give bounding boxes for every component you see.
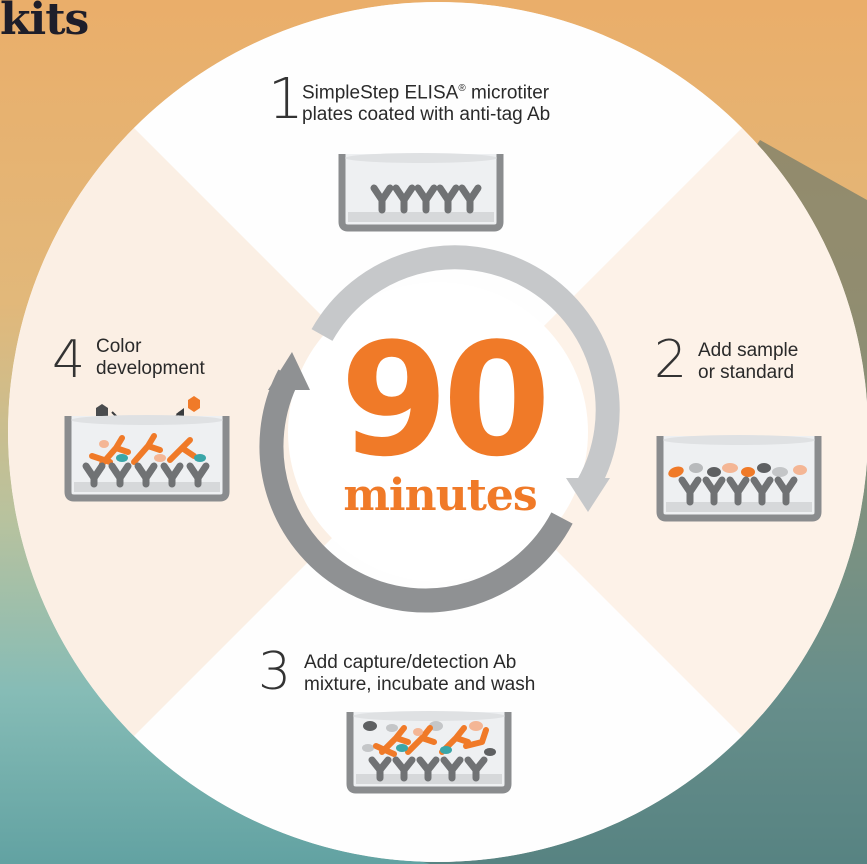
step-4-line2: development <box>96 358 205 379</box>
cycle-arrowhead-light <box>566 478 610 512</box>
step-1-line1-rest: microtiter <box>465 82 550 104</box>
antibody-row <box>368 756 488 782</box>
step-3-line2: mixture, incubate and wash <box>304 674 536 695</box>
step-1-text: SimpleStep ELISA® microtiter plates coat… <box>302 78 550 126</box>
step-2-number: 2 <box>654 330 688 390</box>
step-4-line1: Color <box>96 336 142 357</box>
duration-number: 90 <box>340 309 551 491</box>
teal-particles <box>396 728 452 754</box>
step-2-text: Add sample or standard <box>698 340 798 384</box>
antibody-row <box>678 476 798 506</box>
step-1-line1: SimpleStep ELISA <box>302 82 459 104</box>
step-1-number: 1 <box>268 67 304 132</box>
cycle-arrowhead-dark <box>268 352 310 390</box>
step-4-number: 4 <box>52 330 86 390</box>
step-3-number: 3 <box>258 642 292 702</box>
page-title: kits <box>0 0 89 45</box>
step-1-line2: plates coated with anti-tag Ab <box>302 104 551 126</box>
microtiter-well-coated-icon <box>338 153 504 232</box>
cycle-arc-dark <box>259 369 573 613</box>
step-4-text: Color development <box>96 336 205 380</box>
microtiter-well-capture-icon <box>346 711 512 794</box>
product-hexagon-icon <box>188 396 200 412</box>
sample-particles <box>668 463 807 478</box>
step-2-line2: or standard <box>698 362 795 383</box>
cycle-arc-light <box>311 245 620 491</box>
microtiter-well-color-icon <box>64 396 230 502</box>
step-2-line1: Add sample <box>698 340 799 361</box>
step-1-registered-mark: ® <box>458 83 466 94</box>
orange-antibodies <box>373 725 489 757</box>
microtiter-well-sample-icon <box>656 435 822 522</box>
duration-unit: minutes <box>343 470 537 521</box>
antibody-row <box>370 184 482 214</box>
step-3-text: Add capture/detection Ab mixture, incuba… <box>304 652 535 696</box>
step-3-line1: Add capture/detection Ab <box>304 652 517 673</box>
